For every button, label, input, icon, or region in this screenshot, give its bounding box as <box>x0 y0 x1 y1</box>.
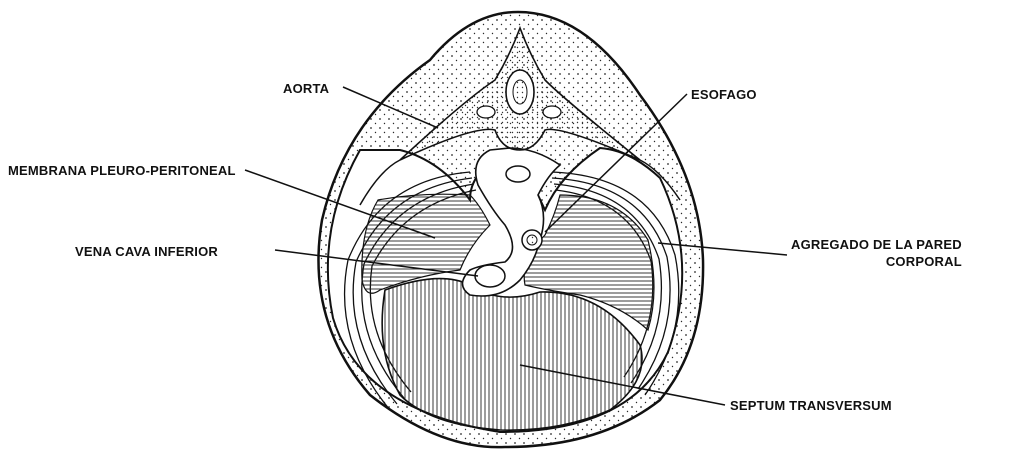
label-esofago: ESOFAGO <box>691 86 757 103</box>
label-agregado-line2: CORPORAL <box>791 253 962 270</box>
aorta-shape <box>506 166 530 182</box>
esophagus-shape <box>522 230 542 250</box>
label-aorta: AORTA <box>283 80 329 97</box>
label-septum-transversum: SEPTUM TRANSVERSUM <box>730 397 892 414</box>
label-vena-cava-inferior: VENA CAVA INFERIOR <box>75 243 218 260</box>
label-agregado-pared-corporal: AGREGADO DE LA PARED CORPORAL <box>791 236 962 270</box>
label-agregado-line1: AGREGADO DE LA PARED <box>791 236 962 253</box>
vena-cava-shape <box>475 265 505 287</box>
label-membrana-pleuro-peritoneal: MEMBRANA PLEURO-PERITONEAL <box>8 162 236 179</box>
